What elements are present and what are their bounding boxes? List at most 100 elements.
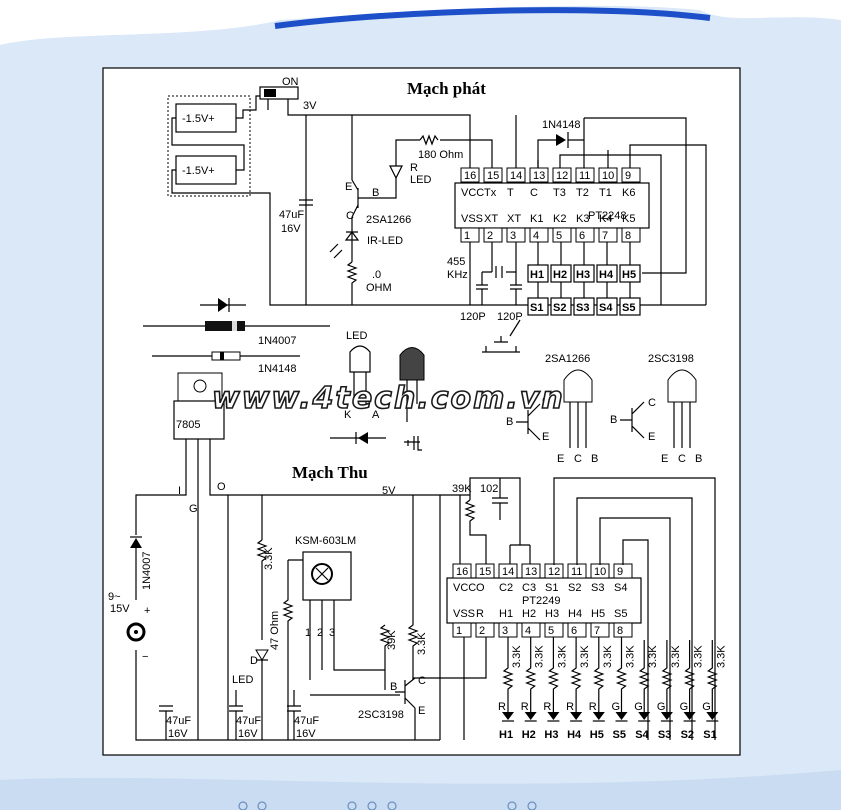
r180-label: 180 Ohm [418, 149, 463, 161]
rx-bot-pin-num-4: 4 [525, 625, 531, 637]
tx-diode-label: 1N4148 [542, 119, 581, 131]
bottom-decoration [238, 801, 537, 810]
rx-out-led-H2 [524, 712, 537, 720]
ohm-value: .0 [372, 269, 381, 281]
rx-out-resistor-H2 [524, 637, 537, 712]
key-label-S4: S4 [599, 302, 613, 314]
diode-1n4007-sym-wire [200, 298, 246, 312]
tx-bot-pin-5 [552, 227, 572, 243]
tx-bot-pin-label-7: K4 [599, 213, 612, 225]
cap-part [399, 347, 425, 381]
tx-bot-pin-7 [598, 227, 618, 243]
ohm-unit: OHM [366, 282, 392, 294]
diode-1n4007-label: 1N4007 [258, 335, 297, 347]
npn-symbol [620, 401, 645, 439]
rx-led-d: D [250, 655, 258, 667]
rx-top-pin-num-10: 10 [594, 566, 606, 578]
rx-plus: + [144, 605, 150, 617]
tx-top-pin-num-14: 14 [510, 170, 522, 182]
r-led-r: R [410, 162, 418, 174]
rx-out-res-label-H2: 3.3K [534, 645, 546, 668]
rx-out-res-label-S3: 3.3K [670, 645, 682, 668]
rx-out-label-H1: H1 [499, 729, 513, 741]
rx-dc-jack-pin [134, 630, 138, 634]
tx-top-pin-num-11: 11 [579, 170, 590, 182]
rx-out-led-color-S3: G [657, 701, 666, 713]
tx-top-pin-num-10: 10 [602, 170, 614, 182]
tx-diode-symbol [556, 134, 566, 146]
pnp-sym-b: B [506, 416, 513, 428]
rx-out-res-label-H4: 3.3K [579, 645, 591, 668]
tx-top-pin-13 [529, 167, 549, 183]
rx-feedback-wires [553, 477, 716, 740]
rx-out-label-H4: H4 [567, 729, 582, 741]
rx-out-res-label-S5: 3.3K [625, 645, 637, 668]
tx-transistor [351, 179, 372, 240]
rx-top-pin-label-10: S3 [591, 582, 604, 594]
rx-cap-0 [159, 705, 173, 740]
tx-bot-pin-num-3: 3 [510, 230, 516, 242]
tx-top-pin-label-13: C [530, 187, 538, 199]
cap-part-symbol [404, 436, 422, 451]
pnp-legs [569, 402, 587, 448]
ir-pin-3: 3 [329, 627, 335, 639]
tx-bot-pin-num-5: 5 [556, 230, 562, 242]
battery-2-label: -1.5V+ [182, 165, 215, 177]
rx-out-label-S3: S3 [658, 729, 671, 741]
rx-bot-pin-num-7: 7 [594, 625, 600, 637]
rx-input-v2: 15V [110, 603, 130, 615]
tx-cap-voltage: 16V [281, 223, 301, 235]
rx-out-res-label-S4: 3.3K [647, 645, 659, 668]
rx-bot-pin-label-7: H5 [591, 608, 605, 620]
title-receiver: Mạch Thu [292, 463, 368, 482]
rx-out-led-S5 [615, 712, 628, 720]
reg-7805-body [173, 400, 225, 440]
rx-out-resistor-S1 [706, 640, 719, 712]
rx-r39-top-label: 39K [452, 483, 472, 495]
diode-1n4148-body [211, 351, 241, 361]
reg-7805-tab [177, 372, 223, 402]
tx-cap-value: 47uF [279, 209, 304, 221]
led-part-k: K [344, 409, 352, 421]
rx-out-led-color-S2: G [680, 701, 689, 713]
rx-out-resistor-S3 [661, 640, 673, 712]
rx-out-led-H4 [570, 712, 583, 720]
rx-cap-value-0: 47uF [166, 715, 191, 727]
tx-bot-pin-num-6: 6 [579, 230, 585, 242]
rx-out-label-H2: H2 [522, 729, 536, 741]
tx-bot-pin-2 [483, 227, 503, 243]
tx-bot-pin-label-3: XT [507, 213, 521, 225]
tx-wires-top [515, 115, 707, 305]
tx-top-pin-num-12: 12 [556, 170, 568, 182]
tx-bot-pin-6 [575, 227, 595, 243]
npn-pin-2: B [695, 453, 702, 465]
battery-wires [171, 95, 706, 306]
pushbutton [482, 319, 521, 353]
rx-top-pin-num-14: 14 [502, 566, 514, 578]
cap120b: 120P [497, 311, 523, 323]
npn-sym-c: C [648, 397, 656, 409]
rx-out-led-color-H3: R [543, 701, 551, 713]
tx-top-pin-12 [552, 167, 572, 183]
tx-bot-pin-label-1: VSS [461, 213, 483, 225]
rx-out-res-label-S1: 3.3K [715, 645, 727, 668]
rx-cap-value-2: 47uF [294, 715, 319, 727]
rx-out-label-S2: S2 [681, 729, 694, 741]
key-label-S2: S2 [553, 302, 566, 314]
pnp-pin-1: C [574, 453, 582, 465]
tx-top-pin-label-11: T2 [576, 187, 589, 199]
tx-top-pin-label-14: T [507, 187, 514, 199]
tx-top-pin-label-15: Tx [484, 187, 497, 199]
rx-dc-jack [126, 622, 146, 642]
tx-bot-pin-num-7: 7 [602, 230, 608, 242]
pnp-sym-c: C [542, 395, 550, 407]
rx-out-led-H1 [502, 712, 514, 720]
rx-bot-pin-num-5: 5 [548, 625, 554, 637]
pnp-body [563, 369, 593, 403]
rx-bot-pin-num-2: 2 [479, 625, 485, 637]
rx-r47-label: 47 Ohm [269, 611, 281, 650]
